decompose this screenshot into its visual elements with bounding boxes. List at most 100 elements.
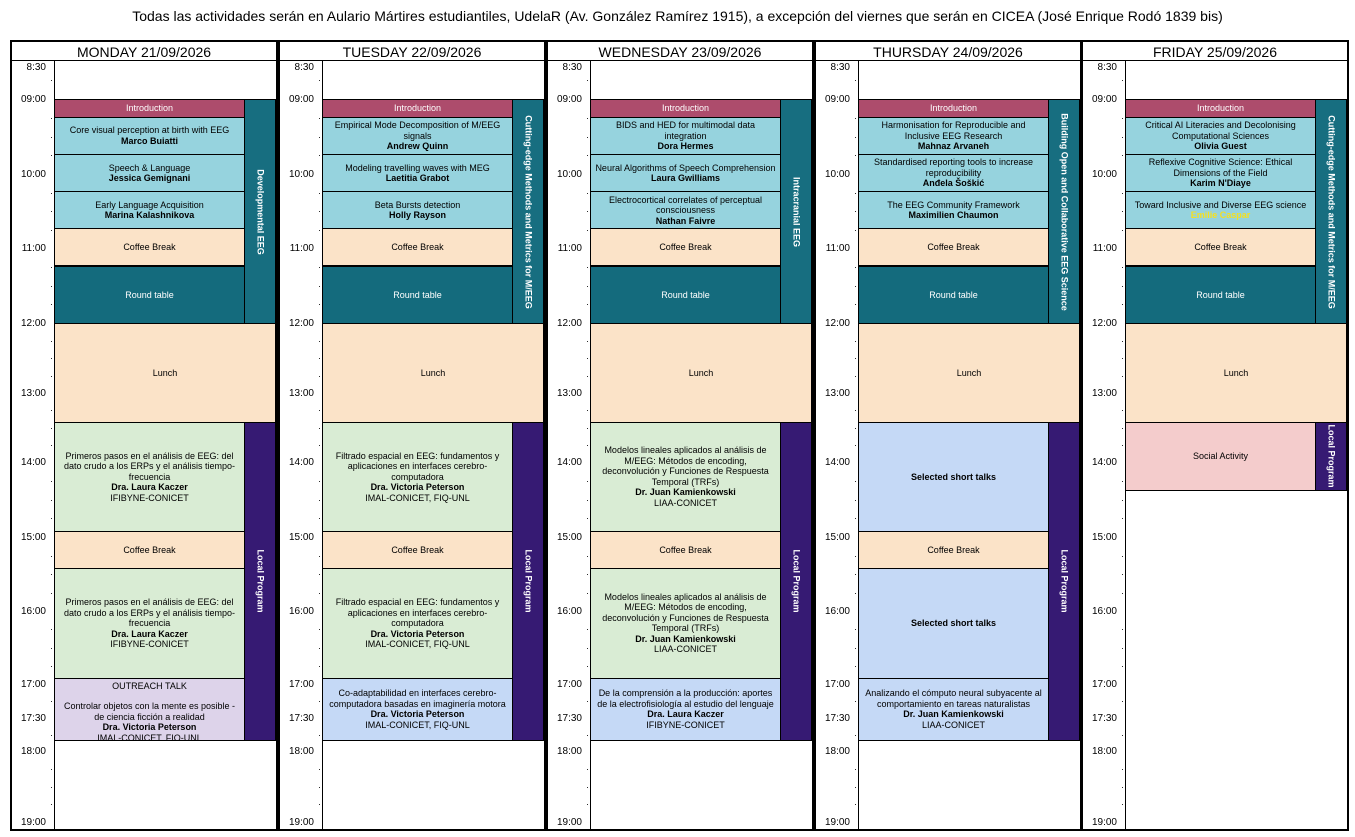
late-session[interactable]: Analizando el cómputo neural subyacente … xyxy=(858,677,1049,741)
local-program-label: Local Program xyxy=(244,421,276,741)
time-tick: · xyxy=(586,224,589,235)
talk-session[interactable]: Toward Inclusive and Diverse EEG science… xyxy=(1125,191,1316,230)
affiliation: IMAL-CONICET, FIQ-UNL xyxy=(365,719,470,730)
local-program-label: Local Program xyxy=(780,421,812,741)
time-tick: · xyxy=(854,642,857,653)
talk-session[interactable]: BIDS and HED for multimodal data integra… xyxy=(590,116,781,155)
talk-title: Standardised reporting tools to increase… xyxy=(873,157,1034,178)
lunch-break[interactable]: Lunch xyxy=(322,323,544,423)
time-tick: · xyxy=(318,150,321,161)
introduction-session[interactable]: Introduction xyxy=(54,99,245,118)
affiliation: LIAA-CONICET xyxy=(653,497,717,508)
local-program-label: Local Program xyxy=(1048,421,1080,741)
round-table[interactable]: Round table xyxy=(590,265,781,324)
introduction-session[interactable]: Introduction xyxy=(590,99,781,118)
talk-session[interactable]: Standardised reporting tools to increase… xyxy=(858,154,1049,193)
short-talks-session[interactable]: Selected short talks xyxy=(858,567,1049,679)
block-label-column: Intracranial EEG xyxy=(780,99,812,324)
talk-session[interactable]: Reflexive Cognitive Science: Ethical Dim… xyxy=(1125,154,1316,193)
affiliation: IMAL-CONICET, FIQ-UNL xyxy=(365,639,470,650)
time-tick: · xyxy=(586,206,589,216)
session-kicker: OUTREACH TALK xyxy=(112,680,187,691)
introduction-session[interactable]: Introduction xyxy=(858,99,1049,118)
social-activity[interactable]: Social Activity xyxy=(1125,421,1316,491)
talk-session[interactable]: Harmonisation for Reproducible and Inclu… xyxy=(858,116,1049,155)
local-session[interactable]: Modelos lineales aplicados al análisis d… xyxy=(590,421,781,532)
time-tick: · xyxy=(1121,206,1124,216)
time-label: 14:00 xyxy=(288,457,314,468)
session-title: Lunch xyxy=(420,367,446,378)
time-tick: · xyxy=(318,587,321,598)
time-tick: · xyxy=(854,781,857,792)
talk-session[interactable]: Empirical Mode Decomposition of M/EEG si… xyxy=(322,116,513,155)
round-table[interactable]: Round table xyxy=(322,265,513,324)
coffee-break[interactable]: Coffee Break xyxy=(54,530,245,569)
time-label: 16:00 xyxy=(1091,606,1117,617)
late-session[interactable]: De la comprensión a la producción: aport… xyxy=(590,677,781,741)
time-tick: · xyxy=(854,131,857,142)
lunch-break[interactable]: Lunch xyxy=(590,323,812,423)
time-label: 17:00 xyxy=(1091,679,1117,690)
block-label: Local Program xyxy=(791,549,802,613)
time-tick: · xyxy=(318,439,321,450)
time-tick: · xyxy=(586,660,589,671)
lunch-break[interactable]: Lunch xyxy=(54,323,276,423)
short-talks-session[interactable]: Selected short talks xyxy=(858,421,1049,532)
time-label: 11:00 xyxy=(557,243,582,254)
lunch-break[interactable]: Lunch xyxy=(1125,323,1347,423)
time-tick: · xyxy=(854,494,857,505)
time-tick: · xyxy=(50,150,53,161)
local-session[interactable]: Primeros pasos en el análisis de EEG: de… xyxy=(54,421,245,532)
speaker-name: Olivia Guest xyxy=(1194,141,1247,151)
time-tick: · xyxy=(586,799,589,810)
local-session[interactable]: Filtrado espacial en EEG: fundamentos y … xyxy=(322,421,513,532)
round-table[interactable]: Round table xyxy=(858,265,1049,324)
round-table[interactable]: Round table xyxy=(54,265,245,324)
time-label: 10:00 xyxy=(20,169,46,180)
talk-session[interactable]: Electrocortical correlates of perceptual… xyxy=(590,191,781,230)
coffee-break[interactable]: Coffee Break xyxy=(322,228,513,267)
coffee-break[interactable]: Coffee Break xyxy=(54,228,245,267)
session-title: Filtrado espacial en EEG: fundamentos y … xyxy=(335,597,500,629)
coffee-break[interactable]: Coffee Break xyxy=(1125,228,1316,267)
time-label: 09:00 xyxy=(556,94,582,105)
time-label: 09:00 xyxy=(20,94,46,105)
talk-session[interactable]: Critical AI Literacies and Decolonising … xyxy=(1125,116,1316,155)
talk-session[interactable]: Neural Algorithms of Speech Comprehensio… xyxy=(590,154,781,193)
speaker-name: Nathan Faivre xyxy=(655,215,716,226)
session-title: Coffee Break xyxy=(659,544,712,555)
coffee-break[interactable]: Coffee Break xyxy=(858,530,1049,569)
time-label: 18:00 xyxy=(1091,746,1117,757)
local-session[interactable]: Modelos lineales aplicados al análisis d… xyxy=(590,567,781,679)
time-tick: · xyxy=(586,150,589,161)
round-table[interactable]: Round table xyxy=(1125,265,1316,324)
time-tick: · xyxy=(50,729,53,740)
coffee-break[interactable]: Coffee Break xyxy=(858,228,1049,267)
introduction-session[interactable]: Introduction xyxy=(1125,99,1316,118)
coffee-break[interactable]: Coffee Break xyxy=(590,228,781,267)
lunch-break[interactable]: Lunch xyxy=(858,323,1080,423)
time-label: 12:00 xyxy=(288,318,314,329)
session-title: Round table xyxy=(661,289,710,300)
talk-session[interactable]: Core visual perception at birth with EEG… xyxy=(54,116,245,155)
introduction-session[interactable]: Introduction xyxy=(322,99,513,118)
coffee-break[interactable]: Coffee Break xyxy=(322,530,513,569)
local-session[interactable]: Filtrado espacial en EEG: fundamentos y … xyxy=(322,567,513,679)
speaker-name: Dra. Laura Kaczer xyxy=(111,482,188,492)
late-session[interactable]: Co-adaptabilidad en interfaces cerebro-c… xyxy=(322,677,513,741)
session-title: Introduction xyxy=(125,103,174,113)
time-tick: · xyxy=(50,569,53,579)
time-tick: · xyxy=(1121,75,1124,85)
time-label: 17:00 xyxy=(556,679,582,690)
coffee-break[interactable]: Coffee Break xyxy=(590,530,781,569)
time-label: 15:00 xyxy=(824,532,850,543)
local-session[interactable]: Primeros pasos en el análisis de EEG: de… xyxy=(54,567,245,679)
